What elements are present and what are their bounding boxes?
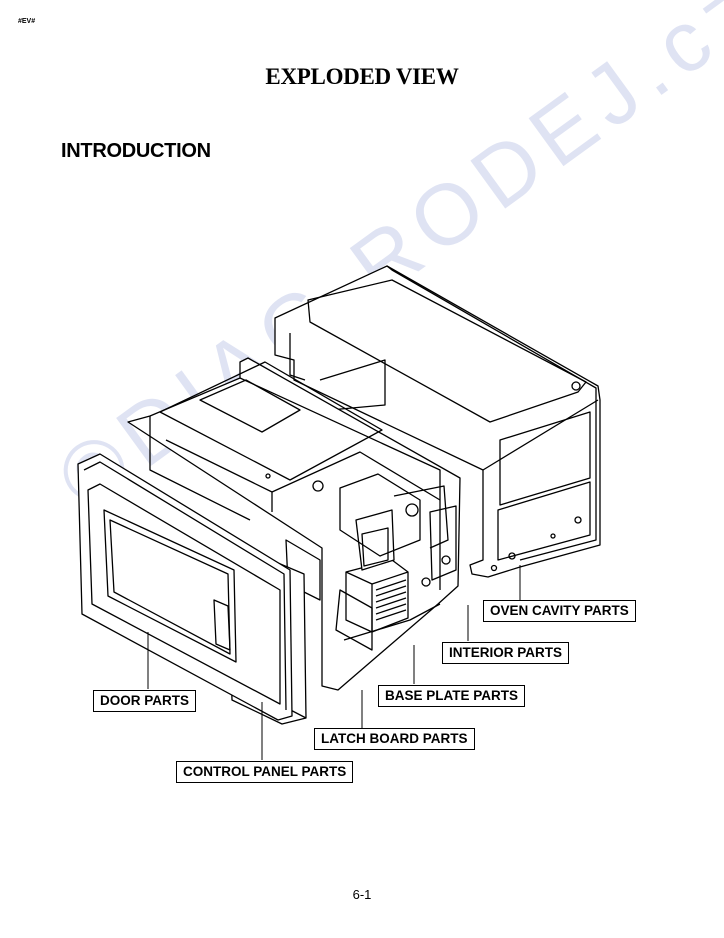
door-parts-label: DOOR PARTS	[93, 690, 197, 712]
section-heading: INTRODUCTION	[61, 140, 211, 162]
page-number: 6-1	[352, 887, 372, 902]
header-tag: #EV#	[18, 18, 36, 25]
latch-board-parts-label: LATCH BOARD PARTS	[314, 728, 475, 750]
control-panel-parts-label: CONTROL PANEL PARTS	[176, 761, 354, 783]
door-drawing	[77, 453, 293, 721]
page-title: EXPLODED VIEW	[265, 64, 459, 89]
oven-cavity-parts-label: OVEN CAVITY PARTS	[483, 600, 636, 622]
leader-lines	[147, 565, 521, 760]
interior-parts-label: INTERIOR PARTS	[442, 642, 570, 664]
cabinet-shell-drawing	[274, 265, 601, 578]
interior-chassis-drawing	[127, 357, 461, 691]
base-plate-parts-label: BASE PLATE PARTS	[378, 685, 526, 707]
